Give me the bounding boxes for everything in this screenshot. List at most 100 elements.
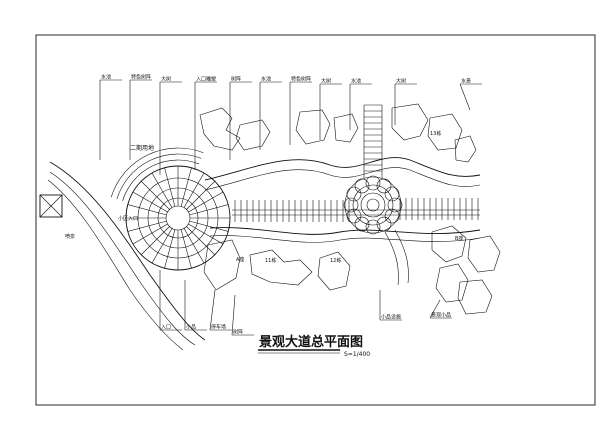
leader-label: 小品 [186, 324, 196, 331]
center-petal [346, 208, 362, 224]
leader-label: 停车场 [211, 324, 226, 331]
building-footprint [427, 113, 463, 151]
drawing-frame [35, 34, 596, 406]
leader-label: 特色树阵 [131, 74, 151, 81]
plaza-radial [186, 181, 215, 210]
plaza-fan-arc [116, 153, 202, 200]
leader-label: 水池 [261, 76, 271, 83]
plaza-radial [189, 204, 229, 216]
plaza-radial [132, 223, 168, 245]
plaza-fan-arc [122, 159, 200, 201]
leader-label: 小品设施 [381, 314, 401, 321]
leader-line [429, 299, 441, 319]
plaza-radial [132, 191, 168, 213]
center-petal [343, 197, 359, 213]
building-footprint [435, 263, 469, 303]
center-petal [365, 175, 381, 191]
plaza-fan-arc [110, 147, 204, 198]
center-ring [352, 184, 394, 226]
leader-label: 大树 [396, 78, 406, 85]
center-petal [376, 178, 392, 194]
leader-line [231, 294, 236, 336]
plaza-radial [127, 204, 167, 216]
plaza-radial [189, 220, 229, 232]
building-footprint [454, 135, 477, 163]
plaza-radial [151, 172, 173, 208]
path-diagonal [394, 229, 409, 284]
plaza-radial [180, 229, 192, 269]
leader-line [209, 289, 216, 331]
road-curve-inner [49, 171, 196, 346]
plaza-radial [127, 220, 167, 232]
leader-label: 景观小品 [431, 312, 451, 319]
road-curve-edge [47, 179, 184, 351]
leader-lines: 水池特色树阵大树入口雕塑树阵水池特色树阵大树水池大树水景入口小品停车场树阵小品设… [99, 74, 482, 336]
drawing-scale: S=1/400 [344, 351, 370, 358]
label-building-a: A座 [236, 256, 244, 263]
plaza-radial [164, 229, 176, 269]
leader-label: 树阵 [231, 76, 241, 83]
building-footprint [457, 279, 493, 315]
center-petal [376, 216, 392, 232]
drawing-title: 景观大道总平面图 [259, 334, 363, 350]
label-building-b: B座 [455, 235, 463, 242]
center-petal [384, 186, 400, 202]
leader-label: 大树 [321, 78, 331, 85]
promenade-top-line-2 [204, 167, 481, 191]
plaza-radial [141, 226, 170, 255]
leader-label: 入口 [161, 325, 171, 331]
center-petal [365, 219, 381, 235]
building-footprint [235, 119, 271, 151]
leader-line [459, 83, 471, 111]
building-footprint [467, 235, 501, 273]
plaza-ring [165, 205, 191, 231]
center-ring [366, 198, 380, 212]
promenade-top-line [204, 157, 481, 181]
building-footprint [333, 113, 359, 143]
leader-label: 水池 [101, 74, 111, 81]
building-footprint [391, 103, 429, 141]
leader-label: 入口雕塑 [196, 76, 216, 83]
promenade-bottom-line [209, 227, 481, 235]
fountain-box [39, 194, 63, 218]
plaza-radial [183, 172, 205, 208]
label-building-13: 13栋 [430, 130, 441, 137]
leader-label: 树阵 [233, 329, 243, 336]
building-footprint [203, 239, 241, 291]
building-footprint [249, 249, 313, 286]
building-footprint [295, 109, 331, 145]
leader-label: 特色树阵 [291, 76, 311, 83]
building-footprint [431, 225, 467, 263]
entrance-plaza [110, 147, 231, 271]
center-petal [384, 208, 400, 224]
label-building-12: 12栋 [330, 257, 341, 264]
center-petal [346, 186, 362, 202]
buildings [199, 103, 501, 315]
leader-label: 水景 [461, 78, 471, 85]
plaza-radial [183, 228, 205, 264]
tree-rows [232, 198, 480, 222]
center-petal [354, 178, 370, 194]
leader-label: 水池 [351, 78, 361, 85]
label-second-phase: 二期用地 [130, 144, 154, 152]
path-diagonal [384, 231, 399, 286]
leader-label: 大树 [161, 76, 171, 83]
promenade-bottom-line-2 [209, 235, 481, 243]
building-footprint [199, 107, 241, 151]
plaza-radial [141, 181, 170, 210]
plaza-radial [164, 167, 176, 207]
plaza-radial [188, 191, 224, 213]
center-ring [344, 176, 402, 234]
plaza-radial [188, 223, 224, 245]
building-footprint [317, 251, 351, 291]
label-building-11: 11栋 [265, 257, 276, 264]
plaza-radial [151, 228, 173, 264]
label-fountain: 喷泉 [65, 233, 75, 240]
plaza-radial [186, 226, 215, 255]
center-ring [360, 192, 386, 218]
center-petal [354, 216, 370, 232]
center-petal [387, 197, 403, 213]
road-curve-outer [49, 161, 206, 341]
